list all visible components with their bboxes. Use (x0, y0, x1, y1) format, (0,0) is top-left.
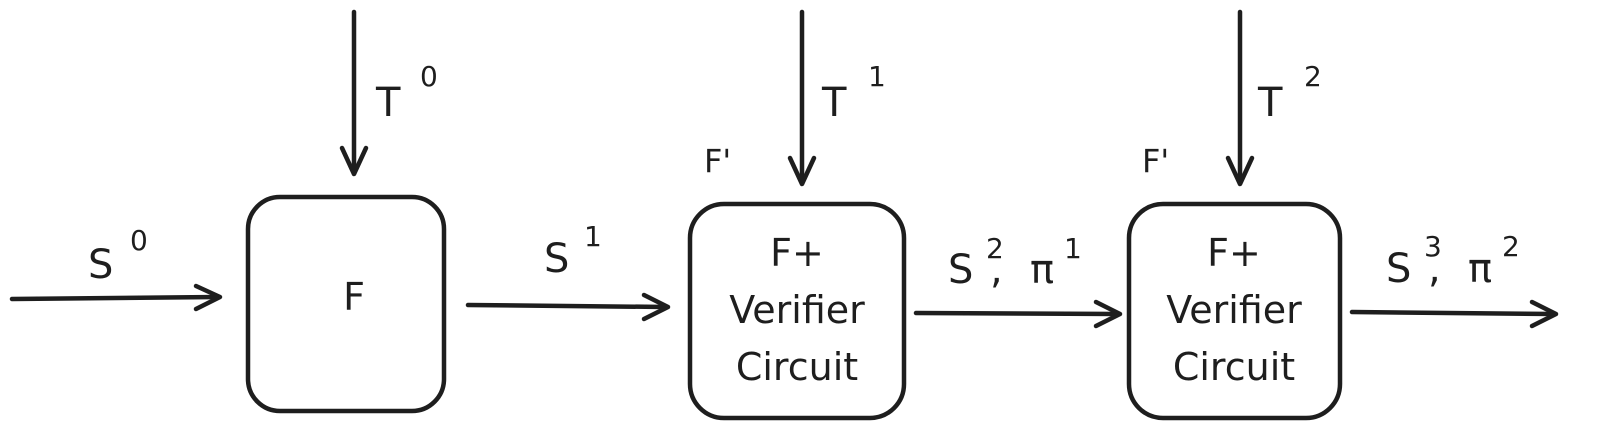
box-verifier-2: F+ Verifier Circuit (1126, 201, 1343, 421)
edge-s3-sup: 3 (1424, 230, 1442, 263)
edge-pi2-sup: 2 (1502, 230, 1520, 263)
edge-pi2-symbol: π (1468, 246, 1492, 292)
edge-pi1-symbol: π (1030, 247, 1054, 293)
input-label-t1-symbol: T (821, 80, 847, 126)
input-label-t2-sup: 2 (1304, 60, 1322, 93)
edge-s2-comma: , (990, 247, 1003, 293)
input-label-t1-sup: 1 (868, 60, 886, 93)
edge-s0: S 0 (9, 224, 223, 312)
edge-s2-symbol: S (948, 247, 973, 293)
edge-s0-sup: 0 (130, 224, 148, 257)
edge-s0-symbol: S (88, 242, 113, 288)
edge-s2-sup: 2 (986, 232, 1004, 265)
edge-s1-symbol: S (544, 236, 569, 282)
edge-s3-comma: , (1428, 246, 1441, 292)
input-arrow-t2: T 2 (1225, 9, 1322, 187)
input-arrow-t1: T 1 (787, 9, 886, 187)
box-verifier-1-line-3: Circuit (736, 345, 858, 389)
edge-pi1-sup: 1 (1064, 232, 1082, 265)
box-mark-1: F' (704, 142, 731, 180)
box-f: F (245, 194, 447, 414)
box-verifier-1: F+ Verifier Circuit (687, 201, 907, 421)
box-verifier-2-line-1: F+ (1207, 231, 1261, 275)
input-arrow-t0: T 0 (339, 9, 438, 177)
edge-s3-symbol: S (1386, 246, 1411, 292)
box-mark-2: F' (1142, 142, 1169, 180)
input-label-t0-symbol: T (375, 80, 401, 126)
box-verifier-1-line-2: Verifier (729, 288, 865, 332)
box-verifier-2-line-3: Circuit (1173, 345, 1295, 389)
input-label-t2-symbol: T (1257, 80, 1283, 126)
box-verifier-2-line-2: Verifier (1166, 288, 1302, 332)
edge-s1: S 1 (465, 220, 671, 322)
box-f-label: F (343, 275, 365, 319)
box-verifier-1-line-1: F+ (770, 231, 824, 275)
input-label-t0-sup: 0 (420, 60, 438, 93)
edge-s1-sup: 1 (584, 220, 602, 253)
edge-s3-pi2: S 3 , π 2 (1349, 230, 1559, 329)
edge-s2-pi1: S 2 , π 1 (913, 232, 1123, 329)
